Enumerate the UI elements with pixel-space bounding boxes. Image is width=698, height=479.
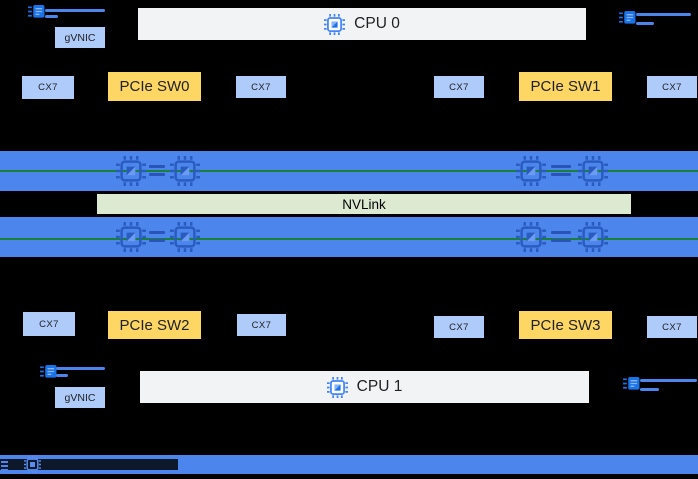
cpu0-box: CPU 0 [138,8,586,40]
cx7-box-5: CX7 [23,312,75,336]
pcie-sw2-box: PCIe SW2 [108,311,201,339]
cx7-box-7: CX7 [434,316,484,338]
gpu-label-glyph [149,239,165,242]
uplink-line-top-left [45,9,105,12]
cx7-label: CX7 [449,81,469,93]
gpu-chip-icon [116,222,146,252]
cx7-box-6: CX7 [237,314,286,336]
cpu0-label: CPU 0 [354,15,400,32]
cx7-label: CX7 [449,321,469,333]
uplink-line-bottom-left-short [56,374,68,377]
nic-icon-bottom-right [623,376,640,391]
cpu1-label: CPU 1 [356,378,403,395]
pcie-sw2-label: PCIe SW2 [119,316,190,334]
footer-dash [1,465,8,467]
gpu-label-glyph [149,173,165,176]
cx7-label: CX7 [662,321,682,333]
footer-dash [1,461,8,463]
nic-icon-top-left [28,4,45,19]
nvlink-label: NVLink [342,196,386,212]
uplink-line-bottom-right-short [640,388,659,391]
cpu1-box: CPU 1 [140,371,589,403]
cx7-box-2: CX7 [236,76,286,98]
nic-icon-top-right [619,10,636,25]
gpu-label-glyph [149,165,165,168]
gpu-label-glyph [551,165,571,168]
pcie-sw3-label: PCIe SW3 [530,316,601,334]
gpu-chip-icon [578,222,608,252]
pcie-sw1-box: PCIe SW1 [519,72,612,101]
uplink-line-top-right [636,13,691,16]
gpu-chip-icon [516,156,546,186]
uplink-line-bottom-right [640,379,697,382]
cpu-chip-icon [326,376,348,398]
gpu-label-glyph [551,239,571,242]
gvnic-bottom-label: gVNIC [64,391,96,404]
cx7-label: CX7 [662,81,682,93]
cpu-chip-icon [324,13,346,35]
cx7-label: CX7 [38,82,58,93]
pcie-sw0-label: PCIe SW0 [119,78,190,95]
cx7-box-1: CX7 [22,76,74,99]
pcie-sw3-box: PCIe SW3 [519,311,612,339]
gpu-chip-icon [516,222,546,252]
gpu-label-glyph [551,231,571,234]
gpu-chip-icon [170,156,200,186]
footer-label-illegible [0,459,178,470]
cx7-label: CX7 [251,319,272,331]
cx7-box-3: CX7 [434,76,484,98]
gpu-bar-top [0,151,698,191]
gpu-chip-icon [116,156,146,186]
gpu-interconnect-line [0,238,698,240]
gvnic-box-top: gVNIC [55,27,105,48]
cx7-label: CX7 [251,81,271,93]
gvnic-top-label: gVNIC [64,31,96,44]
gpu-chip-icon [578,156,608,186]
nic-icon-bottom-left [40,364,57,379]
gpu-chip-icon [170,222,200,252]
uplink-line-top-left-short [45,15,58,18]
cx7-box-4: CX7 [647,76,697,98]
pcie-sw0-box: PCIe SW0 [108,72,201,101]
gpu-bar-bottom [0,217,698,257]
footer-dash [1,469,8,471]
gpu-interconnect-line [0,170,698,172]
gpu-label-glyph [551,173,571,176]
uplink-line-bottom-left [56,367,105,370]
footer-bar [0,455,698,474]
nvlink-bar: NVLink [96,193,632,215]
cx7-box-8: CX7 [647,316,697,338]
uplink-line-top-right-short [636,22,654,25]
footer-chip-icon [24,456,41,473]
pcie-sw1-label: PCIe SW1 [530,78,601,95]
gvnic-box-bottom: gVNIC [55,387,105,408]
cx7-label: CX7 [39,318,59,330]
gpu-label-glyph [149,231,165,234]
